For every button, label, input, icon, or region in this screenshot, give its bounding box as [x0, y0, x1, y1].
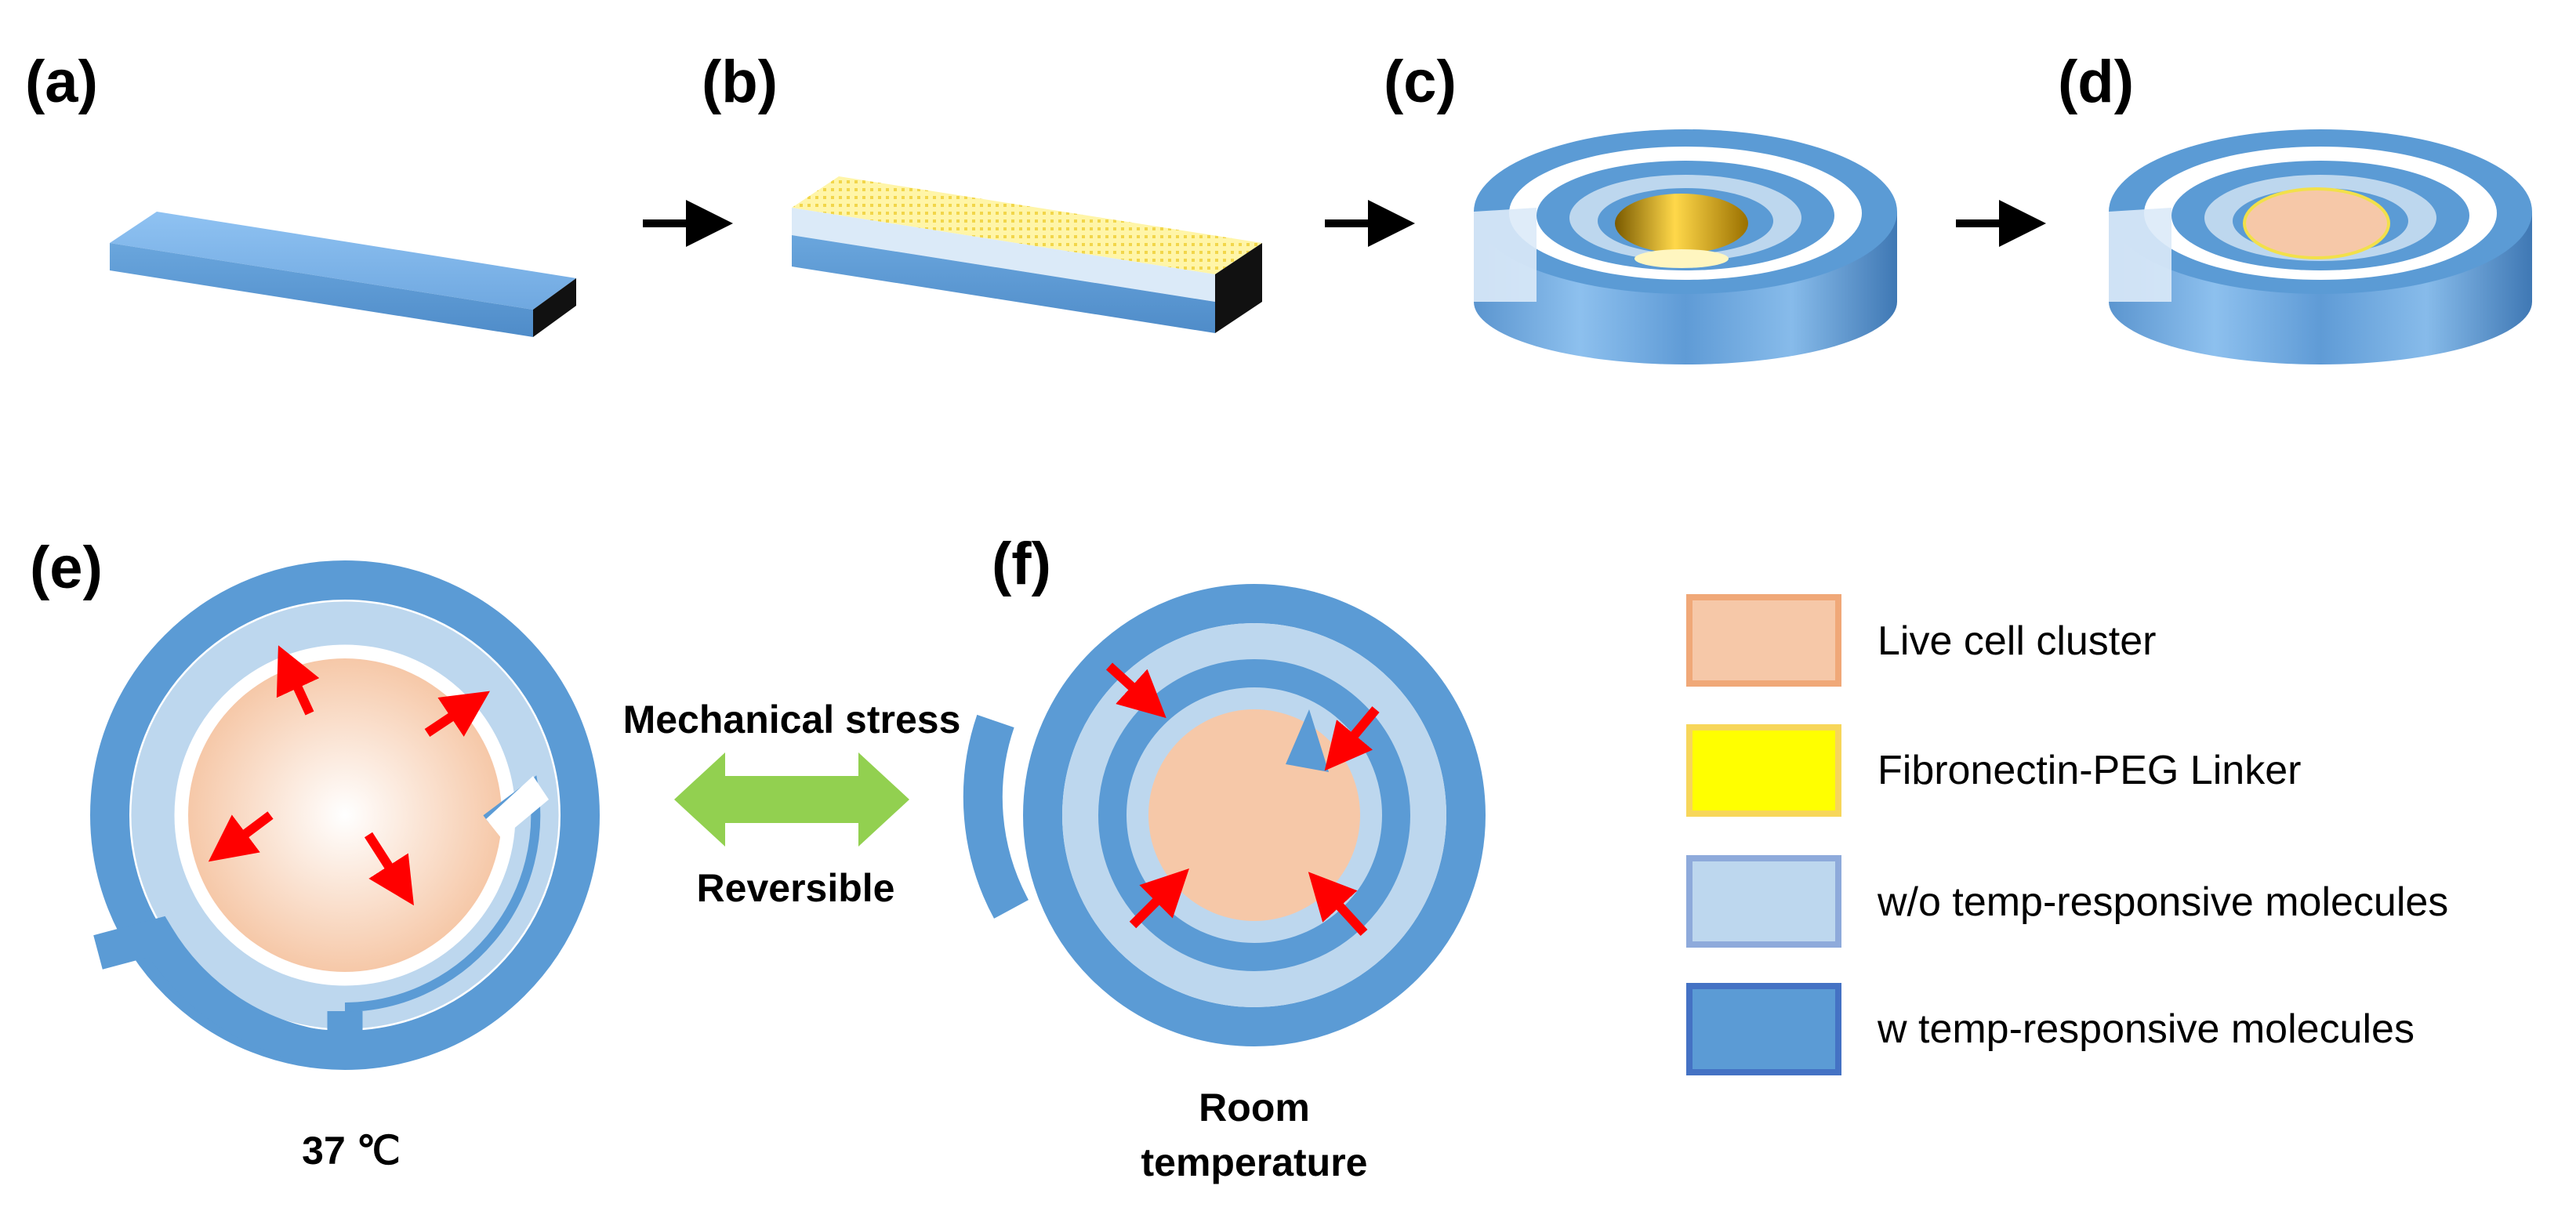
legend-swatch [1686, 594, 1841, 687]
inward-force-arrows [1105, 662, 1380, 937]
red-arrow-icon [276, 645, 320, 716]
panel-label-a: (a) [25, 49, 98, 115]
double-headed-arrow-icon [674, 752, 909, 847]
room-temperature-label-line2: temperature [1141, 1140, 1368, 1184]
legend-swatch [1686, 983, 1841, 1075]
legend-label: w temp-responsive molecules [1877, 1006, 2415, 1052]
legend-item: w temp-responsive molecules [1686, 983, 2415, 1075]
spiral-contracted [963, 584, 1486, 1046]
legend-item: w/o temp-responsive molecules [1686, 855, 2448, 948]
red-arrow-icon [1308, 872, 1368, 937]
legend-item: Fibronectin-PEG Linker [1686, 724, 2301, 817]
legend-item: Live cell cluster [1686, 594, 2156, 687]
panel-label-c: (c) [1384, 49, 1457, 115]
outward-force-arrows [208, 645, 490, 906]
red-arrow-icon [208, 811, 274, 862]
panel-label-e: (e) [30, 535, 103, 601]
spiral-expanded [90, 560, 600, 1070]
red-arrow-icon [1105, 662, 1166, 719]
legend-label: w/o temp-responsive molecules [1877, 879, 2448, 925]
panel-label-f: (f) [992, 531, 1051, 597]
legend-label: Fibronectin-PEG Linker [1878, 748, 2301, 793]
red-arrow-icon [1324, 706, 1380, 771]
rolled-ring-with-cells [2109, 129, 2532, 364]
panel-label-b: (b) [702, 49, 778, 115]
room-temperature-label-line1: Room [1199, 1086, 1310, 1129]
panel-label-d: (d) [2058, 49, 2134, 115]
bar-plain [110, 212, 576, 337]
red-arrow-icon [364, 832, 414, 906]
legend-swatch [1686, 855, 1841, 948]
legend: Live cell cluster Fibronectin-PEG Linker… [1686, 594, 2448, 1075]
reversible-label: Reversible [697, 866, 895, 910]
legend-label: Live cell cluster [1878, 618, 2156, 664]
mechanical-stress-label: Mechanical stress [623, 698, 961, 741]
red-arrow-icon [424, 691, 490, 737]
rolled-ring-empty [1474, 129, 1897, 364]
bar-layered-with-linker [792, 176, 1262, 333]
legend-swatch [1686, 724, 1841, 817]
red-arrow-icon [1129, 868, 1189, 929]
temperature-37-label: 37 ℃ [302, 1129, 401, 1173]
